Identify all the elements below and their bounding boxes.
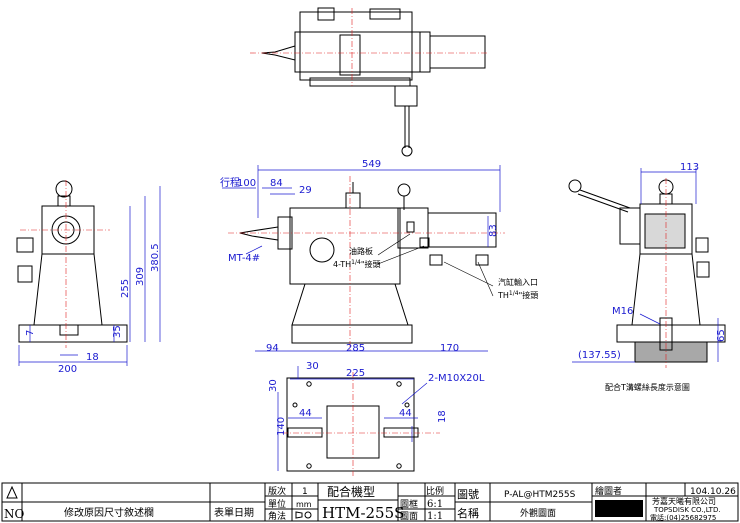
tb-company-cn: 芳嘉天曦有限公司 — [652, 496, 716, 506]
dim-3805: 380.5 — [150, 243, 161, 272]
dim-83: 83 — [488, 224, 499, 237]
dim-140: 140 — [276, 417, 287, 436]
left-dimension-texts: 200 18 7 35 255 309 380.5 — [25, 243, 161, 375]
tb-sheet-val: 1:1 — [427, 511, 443, 522]
tb-frame: 圖框 — [400, 498, 418, 510]
dim-200: 200 — [58, 364, 77, 375]
top-view — [250, 7, 488, 157]
dim-35: 35 — [112, 325, 123, 338]
title-block-texts: NO 修改原因尺寸敘述欄 表單日期 版次 1 單位 mm 角法 配合機型 HTM… — [4, 484, 736, 522]
note-tube-a: 4-TH1/4"接頭 — [333, 259, 381, 269]
tb-model: HTM-255S — [322, 504, 404, 522]
note-air-inlet: 汽缸輸入口 — [498, 277, 538, 287]
tb-frame-val: 6:1 — [427, 499, 443, 510]
tb-name: 外觀圖面 — [520, 507, 556, 519]
front-view — [228, 176, 505, 352]
dim-65: 65 — [716, 329, 727, 342]
tb-drawing-no-label: 圖號 — [457, 488, 479, 501]
dim-m16: M16 — [612, 306, 633, 317]
dim-44-left: 44 — [299, 408, 312, 419]
base-dimension-texts: 30 225 30 140 44 44 18 2-M10X20L — [268, 361, 485, 436]
tb-drawer: 繪圖者 — [595, 485, 622, 497]
tb-scale-label: 比例 — [426, 485, 444, 497]
dim-100: 100 — [237, 178, 256, 189]
dim-30-side: 30 — [268, 379, 279, 392]
note-oil-plate: 油路板 — [349, 246, 373, 256]
tb-company-en: TOPSDISK CO.,LTD. — [653, 506, 721, 514]
right-dimension-texts: 113 65 (137.55) M16 — [578, 162, 727, 361]
tb-phone: 電話:(04)25682975 — [650, 513, 716, 522]
dim-44-right: 44 — [399, 408, 412, 419]
front-dimension-texts: 549 行程 100 84 29 83 94 285 170 MT-4# — [220, 159, 499, 354]
dim-13755: (137.55) — [578, 350, 621, 361]
dim-mt: MT-4# — [228, 253, 260, 264]
right-side-view — [568, 178, 726, 368]
left-side-view — [16, 180, 128, 348]
tb-logo-cn: 芳嘉天曦 — [600, 500, 632, 510]
dim-stroke-label: 行程 — [220, 176, 240, 189]
dim-94: 94 — [266, 343, 279, 354]
note-leaders — [377, 233, 494, 297]
note-tube-b: TH1/4"接頭 — [497, 290, 538, 300]
tb-projection: 角法 — [268, 510, 286, 522]
tb-unit-val: mm — [296, 500, 312, 509]
dim-285: 285 — [346, 343, 365, 354]
tb-drawing-no: P-AL@HTM255S — [504, 490, 576, 500]
dim-7: 7 — [25, 330, 36, 336]
tb-date-label: 表單日期 — [214, 506, 254, 519]
dim-84: 84 — [270, 178, 283, 189]
dim-113: 113 — [680, 162, 699, 173]
tb-model-label: 配合機型 — [327, 484, 375, 499]
tb-sheet: 圖面 — [400, 511, 418, 522]
dim-bolt: 2-M10X20L — [428, 373, 485, 384]
dim-30-top: 30 — [306, 361, 319, 372]
note-t-slot: 配合T溝螺絲長度示意圖 — [605, 382, 690, 392]
dim-170: 170 — [440, 343, 459, 354]
dim-309: 309 — [135, 267, 146, 286]
tb-edition-val: 1 — [302, 487, 308, 497]
dim-18-base: 18 — [437, 410, 448, 423]
base-view — [282, 372, 440, 476]
dim-18-left: 18 — [86, 352, 99, 363]
title-block — [1, 482, 739, 522]
tb-edition: 版次 — [268, 485, 286, 497]
dim-225: 225 — [346, 368, 365, 379]
dimension-lines — [18, 165, 719, 471]
tb-name-label: 名稱 — [457, 506, 479, 520]
tb-unit: 單位 — [268, 498, 286, 510]
tb-revise: 修改原因尺寸敘述欄 — [64, 506, 154, 519]
tb-no: NO — [4, 507, 25, 521]
dim-29: 29 — [299, 185, 312, 196]
dim-549: 549 — [362, 159, 381, 170]
tb-date: 104.10.26 — [690, 487, 736, 497]
dim-255: 255 — [120, 279, 131, 298]
tb-logo-en: TOPSDISK — [596, 511, 628, 518]
annotation-notes: 油路板 4-TH1/4"接頭 汽缸輸入口 TH1/4"接頭 配合T溝螺絲長度示意… — [333, 246, 690, 392]
